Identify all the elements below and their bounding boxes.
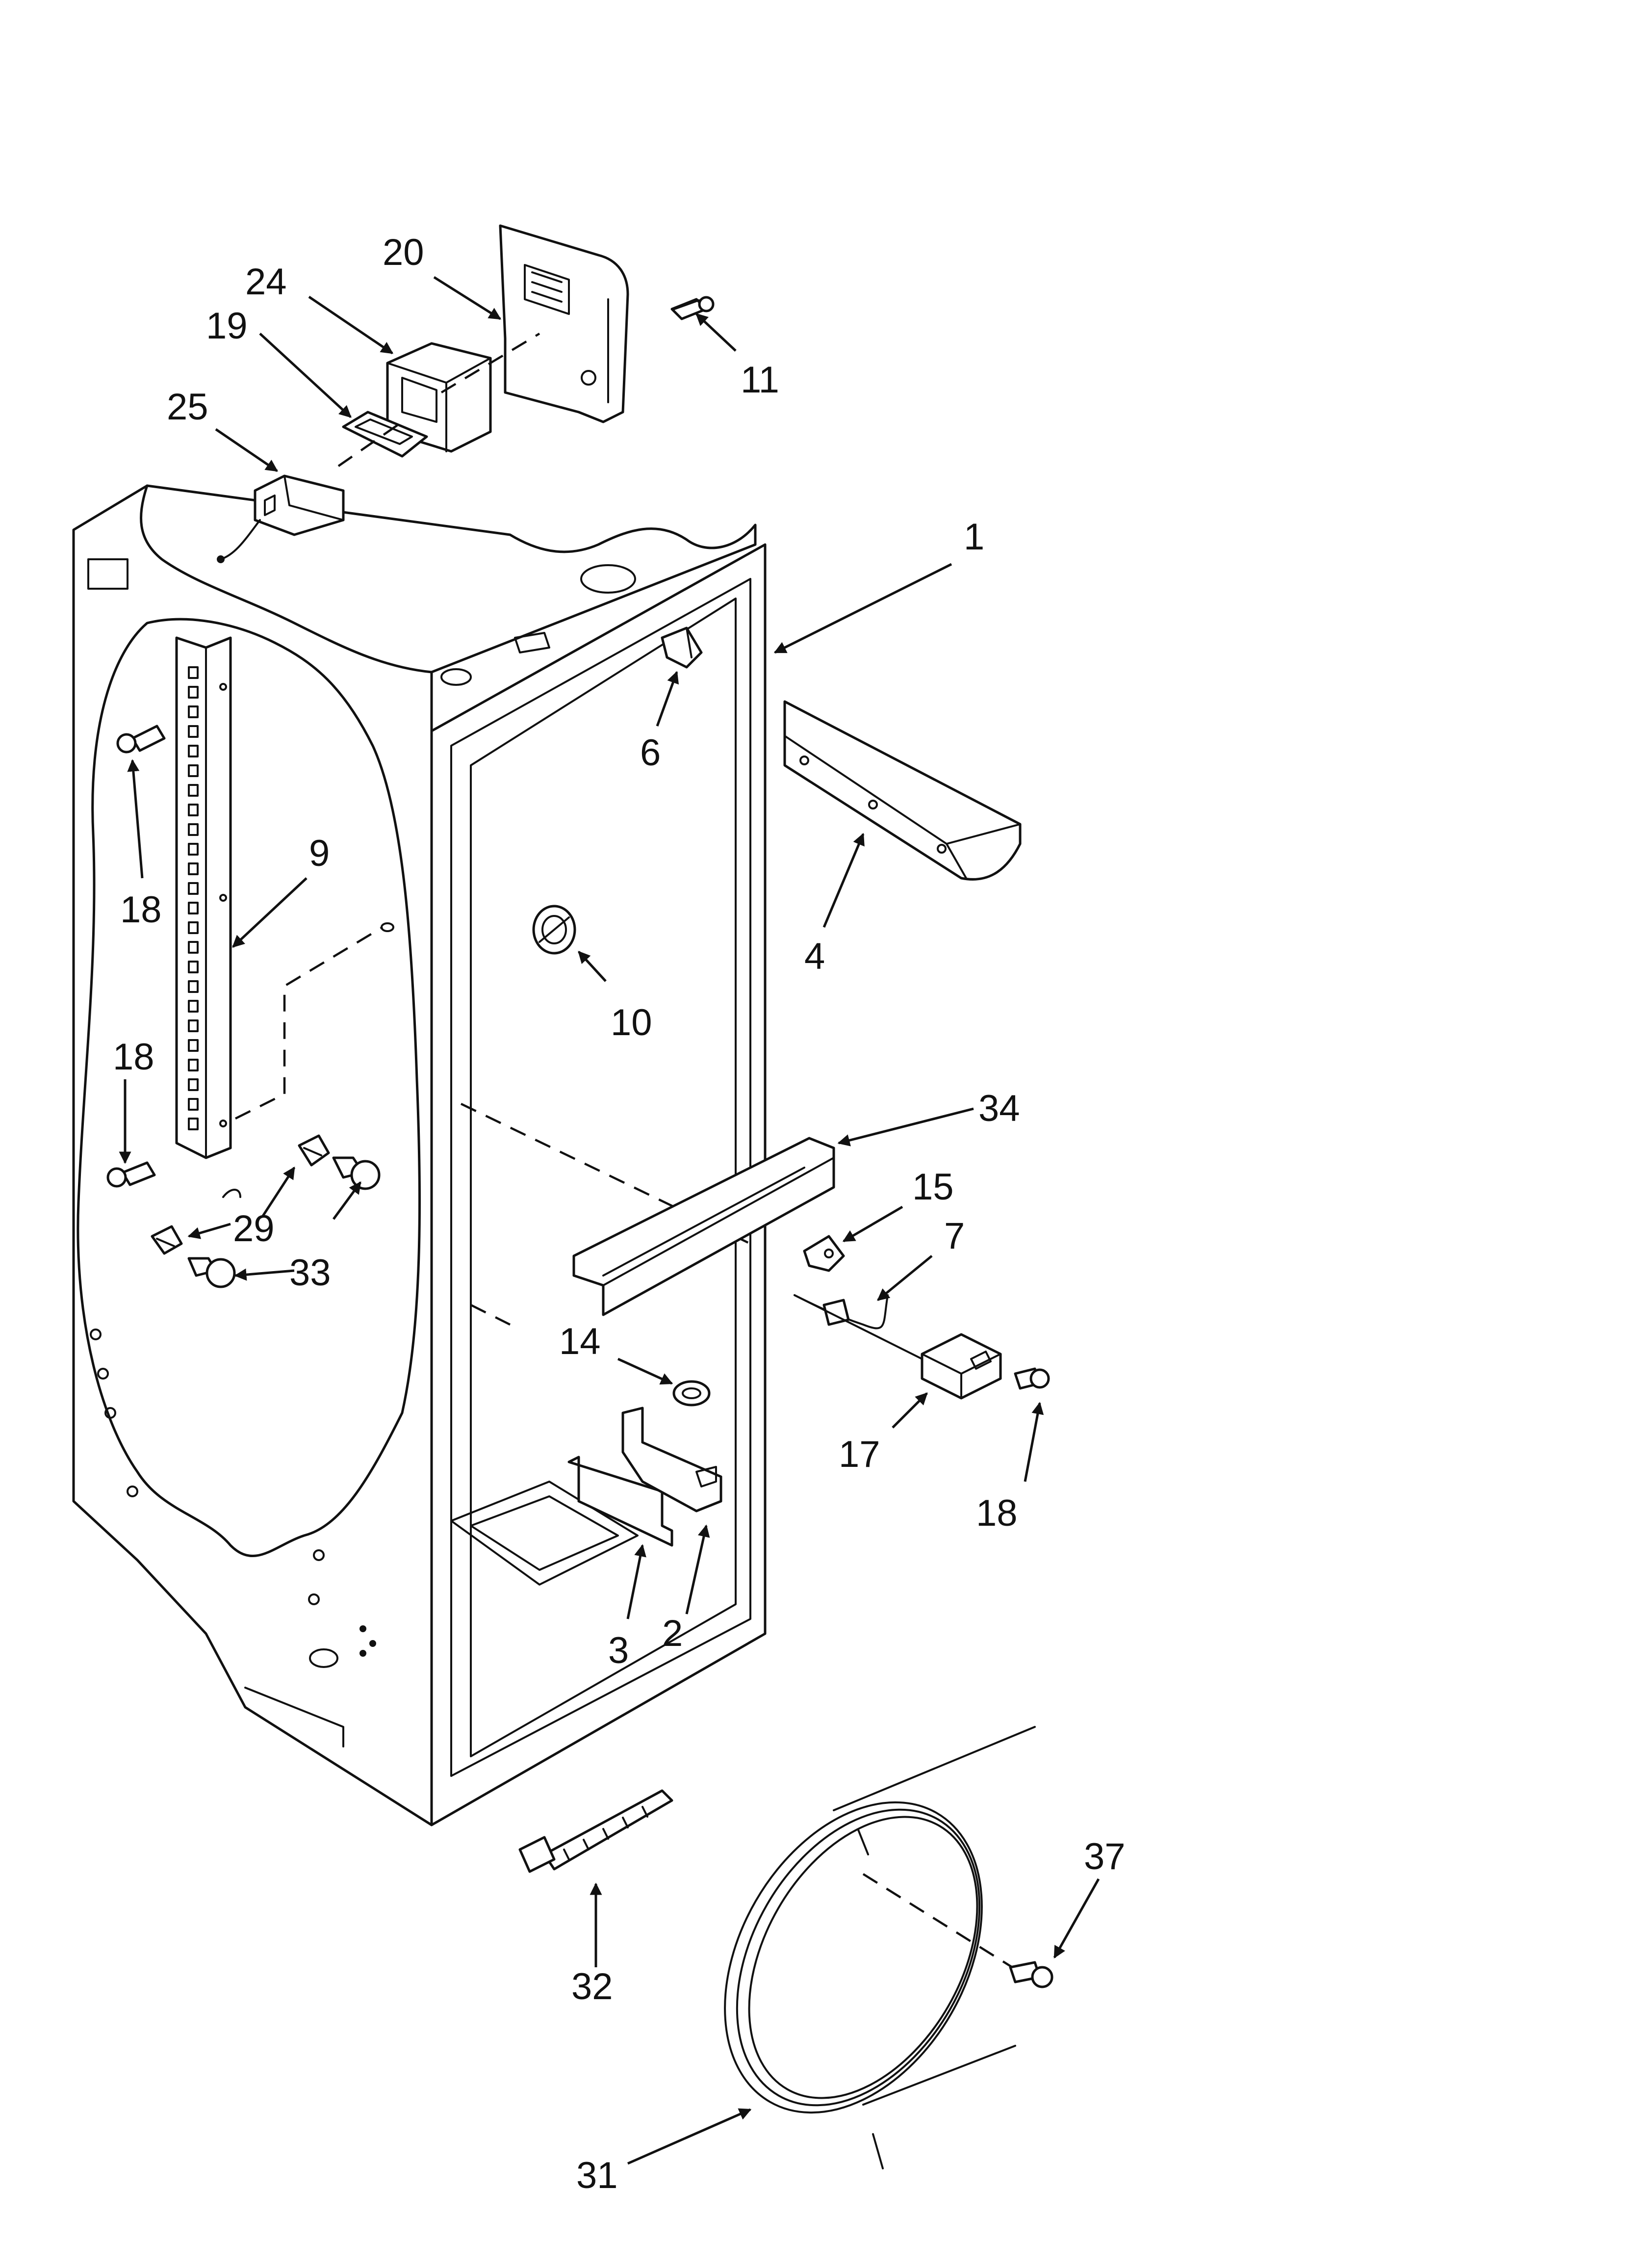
ladder-slot: [188, 804, 199, 816]
ladder-slot: [188, 941, 199, 954]
temperature-control: [921, 1333, 1002, 1400]
ladder-slot: [188, 980, 199, 993]
dashed-guide: [337, 421, 403, 467]
ladder-slot: [188, 686, 199, 699]
callout-11: 11: [741, 359, 779, 401]
callout-19: 19: [206, 305, 248, 347]
ladder-slot: [188, 862, 199, 875]
callout-4: 4: [804, 936, 825, 977]
control-housing: [499, 224, 629, 423]
dashed-guide: [440, 333, 540, 393]
callout-24: 24: [245, 261, 287, 303]
lamp-socket-upper: [298, 1134, 330, 1167]
crisper-rail: [572, 1137, 835, 1316]
bracket-15: [803, 1235, 845, 1272]
callout-32: 32: [571, 1966, 613, 2007]
callout-14: 14: [559, 1321, 601, 1362]
ladder-slot: [188, 784, 199, 797]
ladder-slot: [188, 1059, 199, 1071]
bracket-3: [567, 1456, 673, 1547]
light-switch: [661, 626, 703, 669]
callout-17: 17: [839, 1434, 880, 1475]
callout-31: 31: [576, 2155, 618, 2196]
screw-18-right: [1014, 1367, 1050, 1390]
callout-10: 10: [611, 1002, 652, 1043]
mount-hole: [381, 922, 394, 932]
callout-29: 29: [233, 1208, 275, 1250]
callout-34: 34: [978, 1088, 1020, 1129]
ladder-slot: [188, 725, 199, 738]
callout-18-lower: 18: [113, 1036, 154, 1078]
ladder-slot: [188, 1078, 199, 1091]
bulb-lower: [187, 1257, 236, 1288]
screw-18-upper: [116, 725, 166, 754]
callout-3: 3: [608, 1630, 629, 1671]
bracket-2: [621, 1407, 722, 1512]
ladder-slot: [188, 1000, 199, 1013]
clip: [222, 1189, 241, 1198]
damper-control: [217, 474, 345, 563]
screw-18-lower: [106, 1161, 156, 1188]
ladder-slot: [188, 961, 199, 973]
shelf-ladder: [175, 636, 232, 1159]
callout-33: 33: [289, 1252, 331, 1294]
ladder-slot: [188, 1118, 199, 1130]
screw-11: [670, 296, 715, 320]
callout-37: 37: [1084, 1836, 1126, 1877]
plug-14: [672, 1380, 711, 1407]
dashed-guide: [234, 926, 384, 1120]
callout-15: 15: [912, 1166, 954, 1208]
ladder-slot: [188, 1039, 199, 1052]
ladder-slot: [188, 705, 199, 718]
trim-rail: [783, 700, 1022, 881]
ladder-slot: [188, 921, 199, 934]
callout-25: 25: [167, 386, 208, 428]
ladder-slot: [188, 843, 199, 856]
ladder-slot: [188, 902, 199, 914]
ladder-slot: [188, 666, 199, 679]
ladder-slot: [188, 823, 199, 836]
screw-37: [1009, 1961, 1053, 1988]
ladder-slot: [188, 882, 199, 895]
callout-9: 9: [309, 833, 330, 874]
callout-2: 2: [662, 1613, 683, 1654]
cable-tie: [518, 1789, 673, 1873]
ladder-slot: [188, 1098, 199, 1111]
water-tube-coil: [724, 1726, 1036, 2169]
wire-harness: [794, 1294, 933, 1365]
callout-1: 1: [964, 516, 984, 558]
callout-6: 6: [640, 732, 661, 774]
callout-7: 7: [944, 1215, 965, 1257]
callout-labels: 20 11 24 19 25 1 6 4 18 9 10 18 34 15 7 …: [113, 232, 1126, 2196]
callout-18-upper: 18: [120, 889, 162, 931]
callout-20: 20: [383, 232, 424, 273]
lamp-socket-lower: [151, 1225, 183, 1255]
leader-lines: [119, 276, 1100, 2165]
socket-10: [532, 905, 576, 955]
dashed-guide: [862, 1873, 1021, 1973]
air-duct: [386, 342, 492, 453]
callout-18-right: 18: [976, 1492, 1018, 1534]
ladder-slot: [188, 1019, 199, 1032]
ladder-slot: [188, 745, 199, 757]
cabinet-liner: [72, 484, 767, 1826]
ladder-slot: [188, 764, 199, 777]
